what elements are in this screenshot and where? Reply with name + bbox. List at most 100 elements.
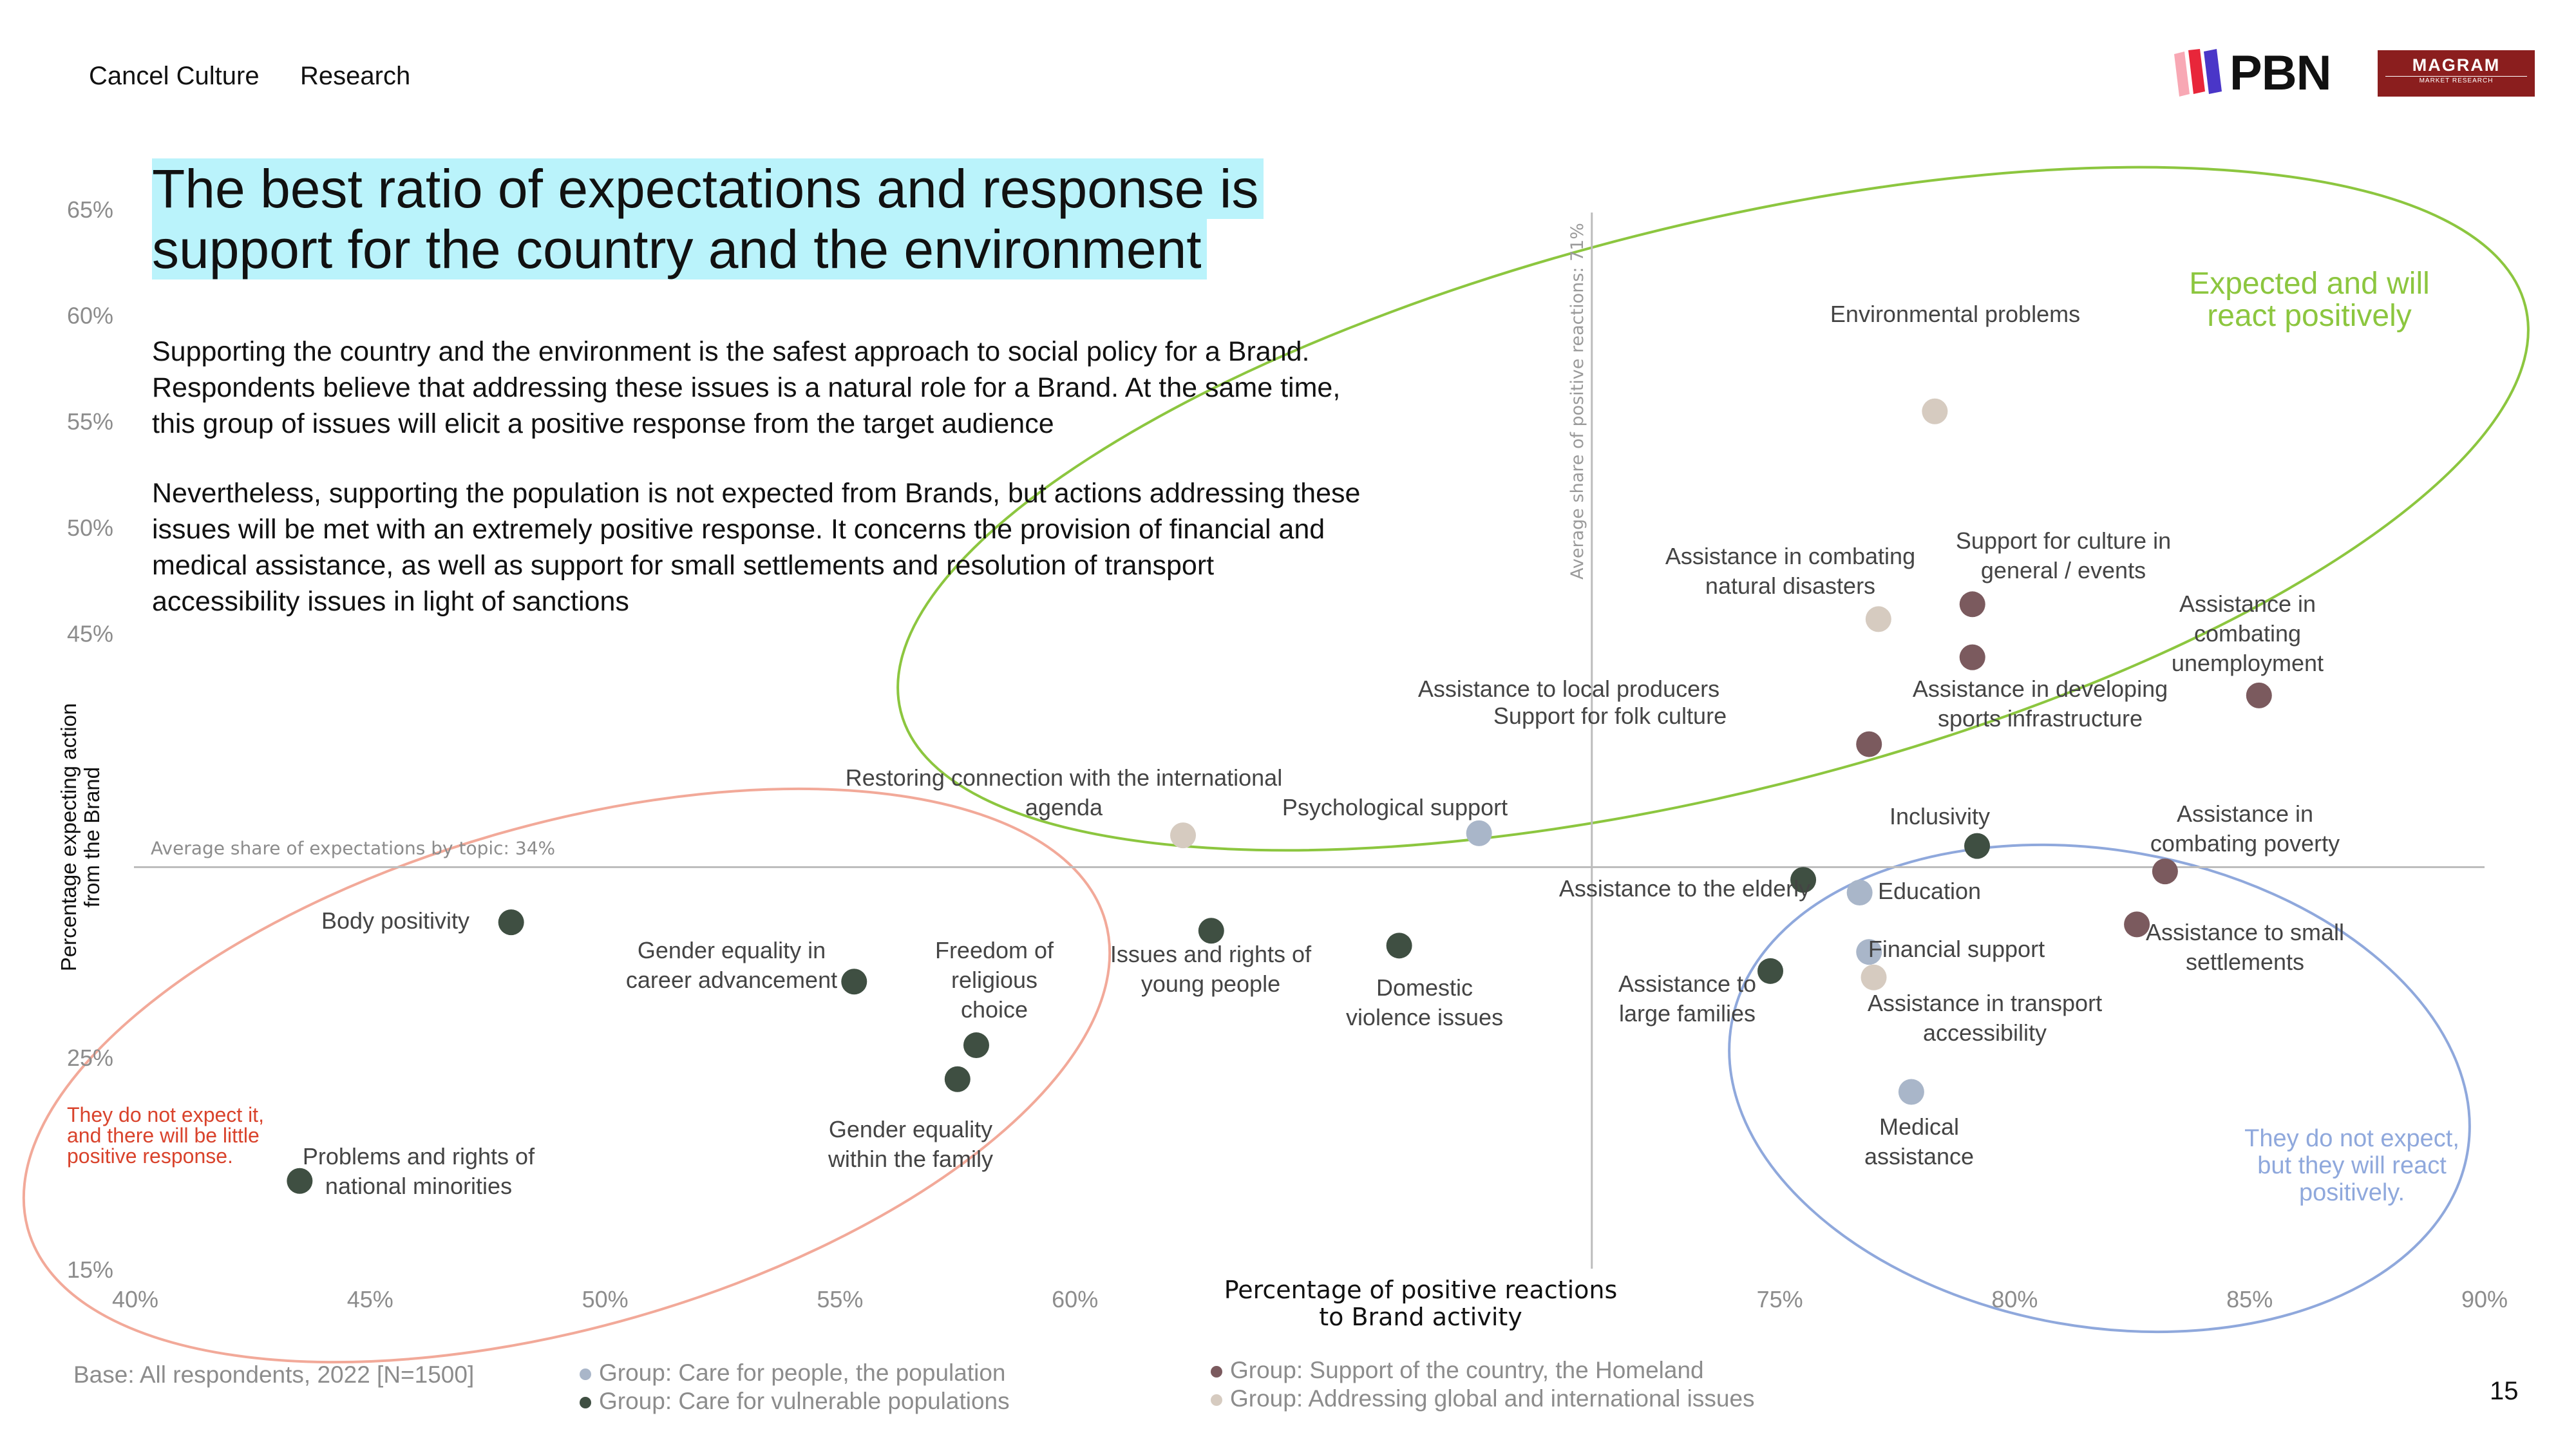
data-point (1198, 918, 1224, 944)
tab-research[interactable]: Research (300, 62, 411, 90)
page-number: 15 (2490, 1377, 2519, 1405)
legend-item-vulnerable: Group: Care for vulnerable populations (580, 1387, 1010, 1416)
zone-label: They do not expect it,and there will be … (67, 1103, 264, 1168)
page-title: The best ratio of expectations and respo… (152, 158, 1440, 279)
legend-label: Group: Care for people, the population (599, 1359, 1006, 1386)
y-tick-label: 60% (67, 303, 113, 329)
point-label-line: Financial support (1868, 936, 2045, 962)
point-label: Education (1878, 878, 1981, 904)
data-point (963, 1032, 989, 1059)
data-point (1959, 644, 1985, 670)
point-label-line: Assistance in (2179, 591, 2316, 617)
point-label-line: Assistance in transport (1868, 990, 2102, 1016)
legend-item-care-population: Group: Care for people, the population (580, 1359, 1010, 1387)
point-label-line: Inclusivity (1889, 803, 1990, 829)
point-label: Assistance to local producers (1418, 676, 1719, 702)
point-label-line: within the family (828, 1146, 993, 1172)
data-point (1922, 398, 1948, 424)
data-point (2246, 682, 2272, 708)
point-label: Assistance to small settlements (2146, 919, 2344, 975)
base-footnote: Base: All respondents, 2022 [N=1500] (73, 1361, 475, 1388)
y-tick-label: 25% (67, 1045, 113, 1071)
point-label: Assistance to the elderly (1559, 875, 1810, 902)
data-point (1790, 867, 1817, 893)
legend-item-homeland: Group: Support of the country, the Homel… (1211, 1356, 1755, 1385)
legend-label: Group: Addressing global and internation… (1230, 1385, 1755, 1412)
data-point (1846, 880, 1873, 906)
point-label-line: Problems and rights of (303, 1143, 535, 1170)
point-label-line: Gender equality in (638, 937, 826, 963)
data-point (1170, 822, 1197, 849)
magram-logo-subtext: MARKET RESEARCH (2385, 76, 2527, 86)
point-label: Environmental problems (1830, 301, 2080, 327)
zone-label-line: but they will react (2257, 1152, 2447, 1179)
point-label-line: settlements (2186, 949, 2304, 975)
zone-label-line: and there will be little (67, 1124, 260, 1147)
legend-label: Group: Care for vulnerable populations (599, 1388, 1010, 1414)
data-point (1466, 820, 1492, 846)
point-label-line: career advancement (626, 967, 837, 993)
point-label: Issues and rights of young people (1110, 941, 1312, 997)
y-tick-label: 50% (67, 515, 113, 541)
point-label-line: combating poverty (2150, 830, 2340, 857)
x-tick-label: 50% (582, 1286, 629, 1312)
zone-label-line: They do not expect, (2244, 1125, 2459, 1152)
x-tick-label: 85% (2226, 1286, 2273, 1312)
point-label: Psychological support (1282, 794, 1508, 820)
pbn-logo: PBN (2170, 48, 2344, 99)
point-label-line: Environmental problems (1830, 301, 2080, 327)
point-label-line: religious (951, 967, 1037, 993)
data-point (287, 1168, 313, 1194)
point-label-line: choice (961, 996, 1028, 1023)
point-label-line: Domestic (1376, 974, 1473, 1001)
point-label: Financial support (1868, 936, 2045, 962)
point-label-line: Issues and rights of (1110, 941, 1312, 967)
point-label-line: young people (1141, 971, 1280, 997)
point-label-line: Assistance to small (2146, 919, 2344, 945)
zone-ellipse-not-expected-positive (1728, 843, 2471, 1334)
paragraph-2: Nevertheless, supporting the population … (152, 478, 1361, 617)
zone-ellipse-not-expected-little (22, 787, 1112, 1364)
y-axis-title-line: from the Brand (80, 767, 104, 907)
point-label: Restoring connection with the internatio… (846, 764, 1282, 820)
data-point (2152, 858, 2178, 885)
zone-ellipse-expected-positive (896, 166, 2530, 852)
point-label-line: Assistance in combating (1665, 543, 1915, 569)
tab-cancel-culture[interactable]: Cancel Culture (89, 62, 260, 90)
point-label: Gender equality within the family (828, 1116, 993, 1172)
legend-dot (1211, 1366, 1222, 1378)
x-tick-label: 75% (1757, 1286, 1803, 1312)
point-label-line: Assistance in (2177, 800, 2313, 827)
data-point (1856, 731, 1882, 757)
legend-dot (1211, 1394, 1222, 1406)
x-tick-label: 55% (817, 1286, 863, 1312)
point-label-line: national minorities (325, 1173, 512, 1199)
point-label-line: Assistance in developing (1913, 676, 2168, 702)
x-tick-label: 90% (2461, 1286, 2508, 1312)
x-tick-label: 45% (347, 1286, 393, 1312)
point-label-line: Support for culture in (1956, 527, 2171, 554)
legend-right: Group: Support of the country, the Homel… (1211, 1356, 1755, 1413)
data-point (1964, 833, 1991, 859)
point-label-line: Gender equality (829, 1116, 992, 1142)
legend-dot (580, 1397, 591, 1409)
point-label-line: combating (2194, 620, 2301, 647)
point-label-line: Restoring connection with the internatio… (846, 764, 1282, 791)
data-point (498, 909, 524, 936)
zone-label-line: Expected and will (2189, 267, 2430, 301)
x-axis-title-line: Percentage of positive reactions (1224, 1276, 1618, 1304)
point-label-line: Support for folk culture (1493, 703, 1727, 729)
legend-item-global: Group: Addressing global and internation… (1211, 1385, 1755, 1413)
data-point (1898, 1079, 1924, 1105)
y-axis-title: Percentage expecting actionfrom the Bran… (57, 703, 104, 971)
point-label-line: Assistance to local producers (1418, 676, 1719, 702)
zone-label-line: They do not expect it, (67, 1103, 264, 1126)
